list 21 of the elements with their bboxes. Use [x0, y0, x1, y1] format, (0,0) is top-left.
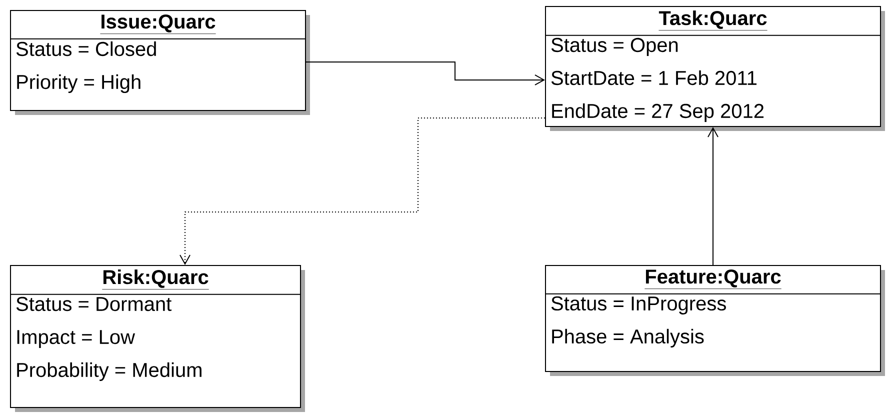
- heading: Feature:Quarc: [644, 270, 782, 289]
- arrow: [180, 118, 546, 265]
- attribute: Status = Closed: [16, 41, 156, 56]
- attribute: Phase = Analysis: [552, 328, 704, 348]
- object-box: [545, 265, 881, 372]
- arrow: [708, 127, 718, 266]
- heading: Risk:Quarc: [102, 270, 210, 290]
- attribute: Status = Open: [551, 38, 678, 56]
- attribute: Probability = Medium: [17, 362, 202, 382]
- heading: Issue:Quarc: [100, 14, 216, 34]
- attribute: Priority = High: [17, 74, 140, 94]
- heading: Task:Quarc: [658, 10, 768, 31]
- object-box: [10, 265, 301, 408]
- object-box: [10, 10, 306, 111]
- attribute: StartDate = 1 Feb 2011: [551, 70, 756, 86]
- arrow: [306, 62, 545, 86]
- object-box: [545, 6, 881, 127]
- attribute: EndDate = 27 Sep 2012: [552, 103, 764, 122]
- attribute: Status = Dormant: [16, 296, 172, 312]
- attribute: Status = InProgress: [551, 296, 726, 314]
- attribute: Impact = Low: [17, 330, 136, 348]
